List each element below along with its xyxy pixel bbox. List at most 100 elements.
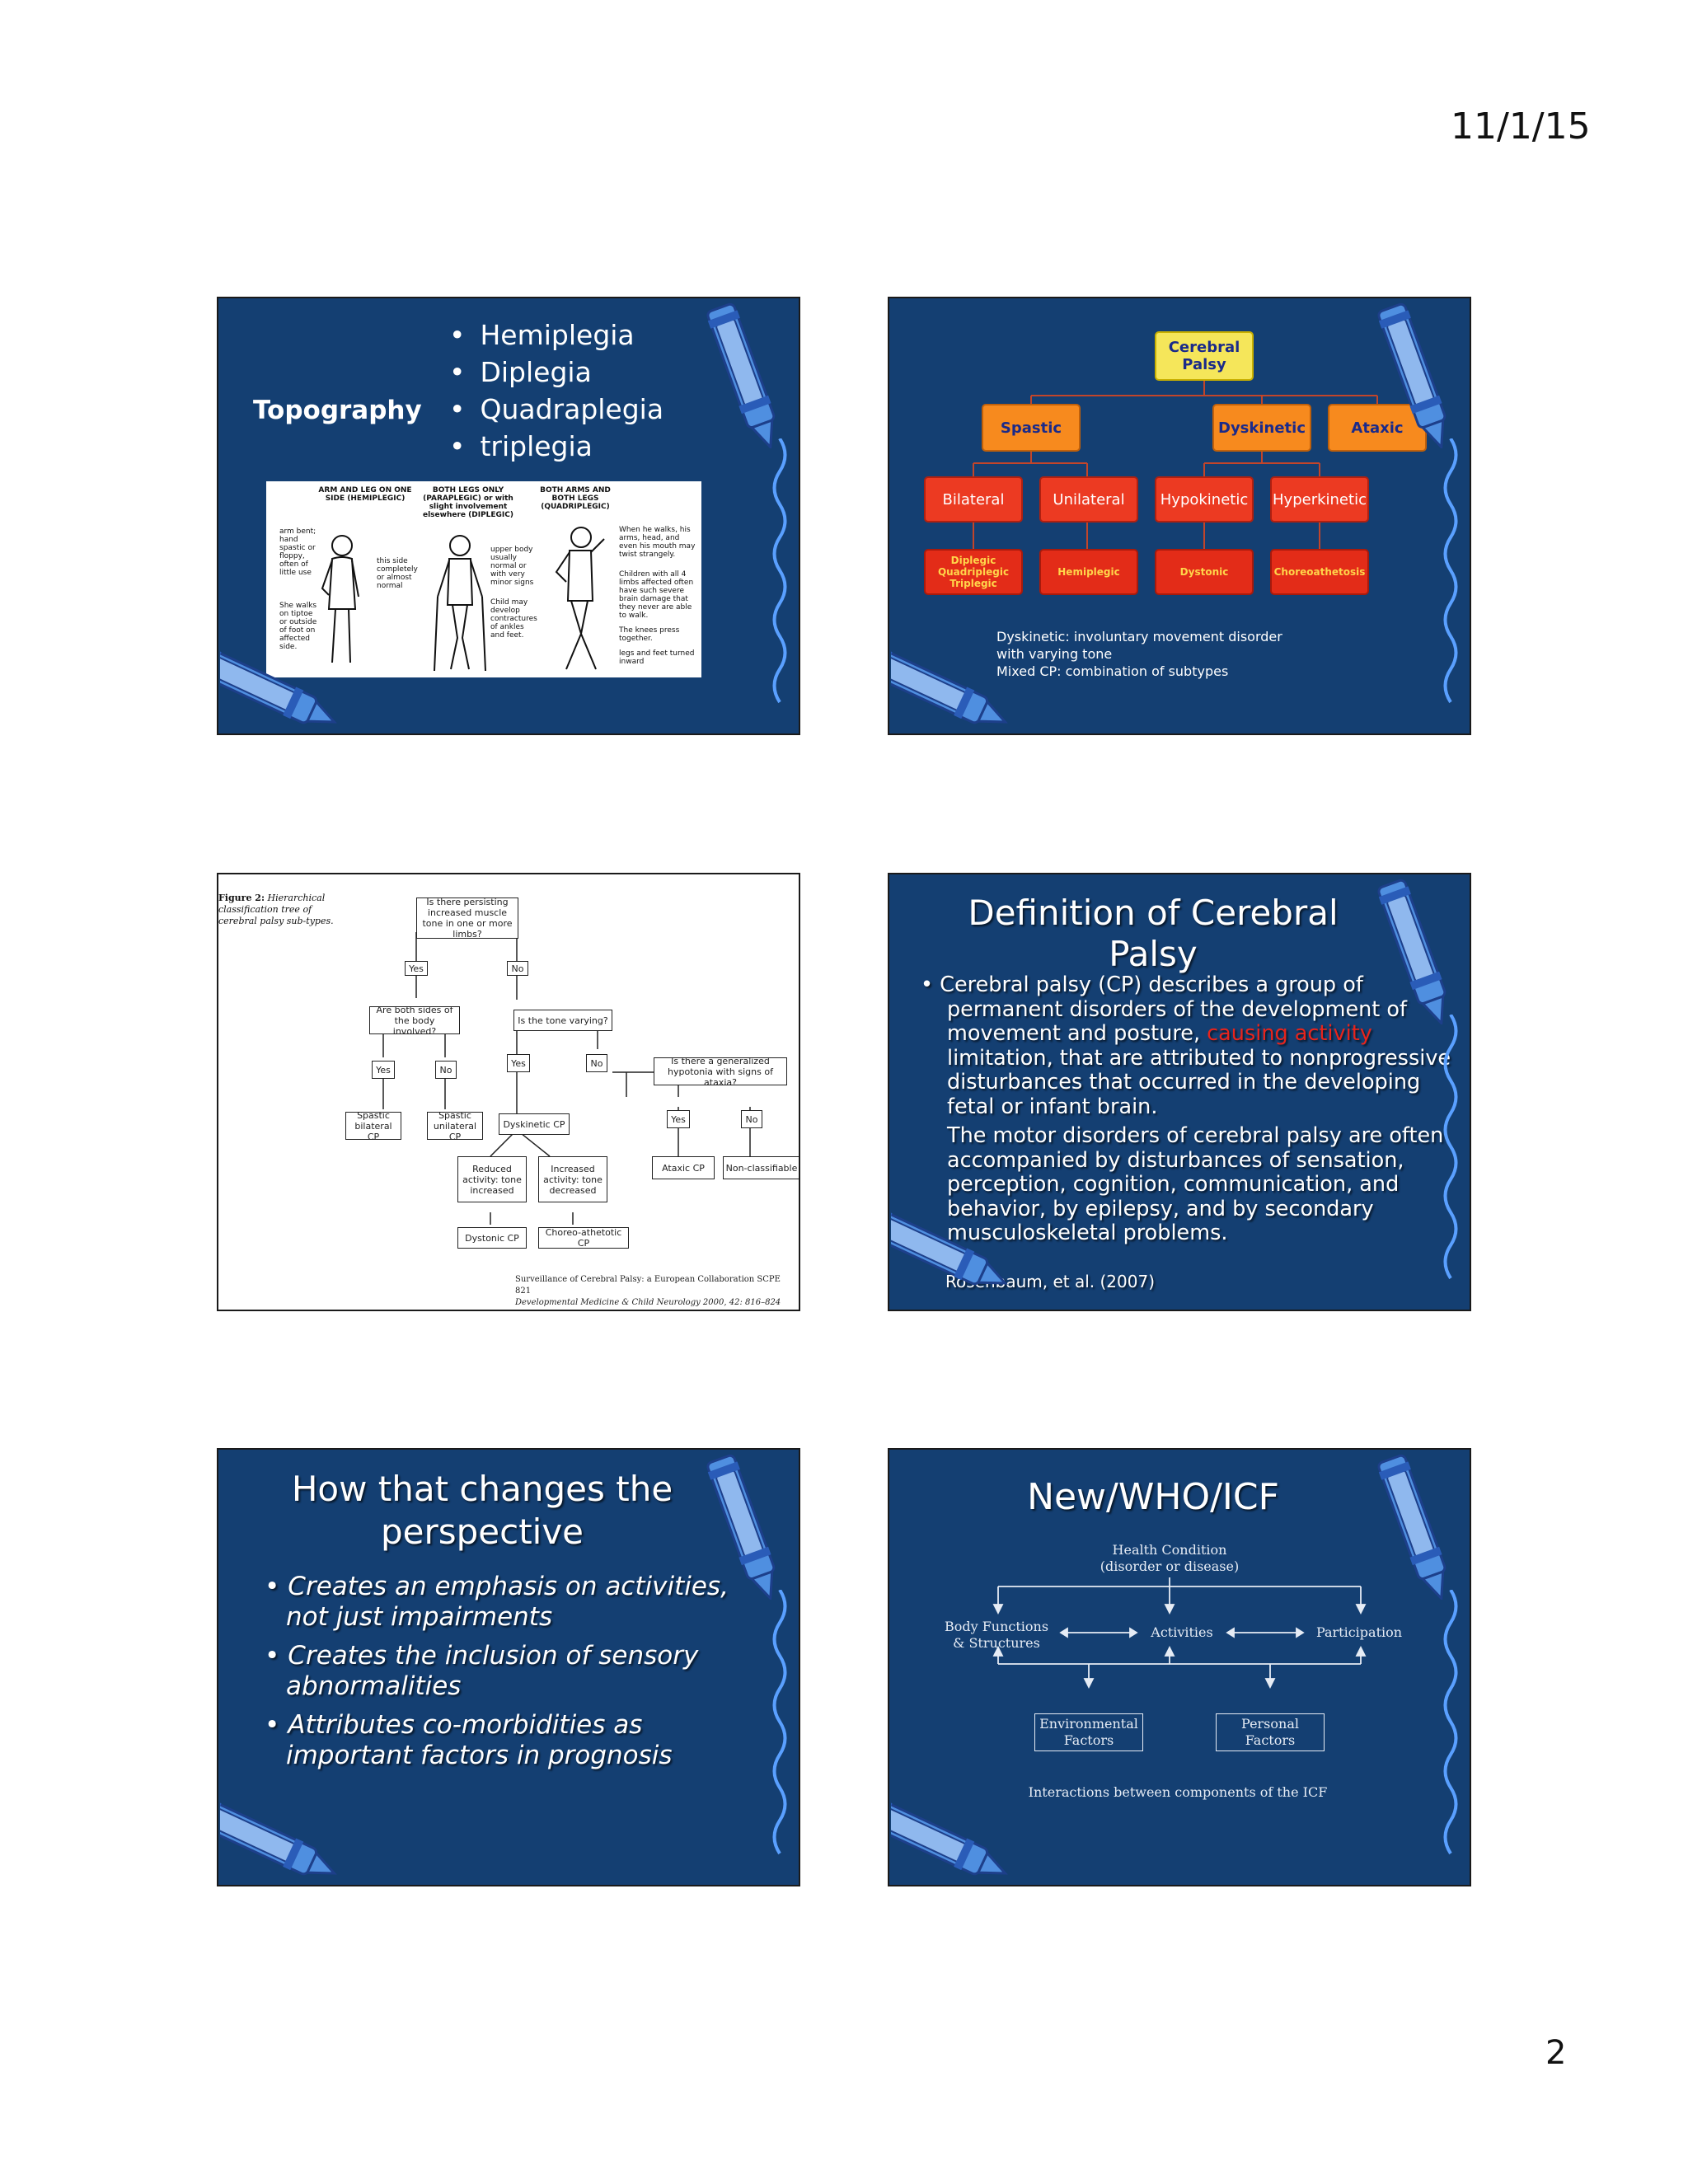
- crayon-decoration-icon: [706, 301, 787, 448]
- definition-text: Cerebral palsy (CP) describes a group of…: [940, 972, 1407, 1046]
- answer-no: No: [586, 1054, 607, 1072]
- topography-figure: ARM AND LEG ON ONE SIDE (HEMIPLEGIC) BOT…: [266, 481, 701, 677]
- slide-cp-classification[interactable]: Cerebral Palsy Spastic Dyskinetic Ataxic…: [888, 297, 1471, 735]
- result-box: Dyskinetic CP: [499, 1113, 570, 1135]
- quadriplegic-figure-illustration: [555, 527, 605, 670]
- tree-connector-lines: [973, 379, 1378, 549]
- bullet-item: Diplegia: [449, 354, 663, 391]
- crayon-decoration-icon: [1377, 301, 1458, 448]
- question-box: Are both sides of the body involved?: [369, 1005, 460, 1037]
- tree-node-spastic: Spastic: [982, 404, 1081, 452]
- tree-node-hyperkinetic: Hyperkinetic: [1270, 476, 1369, 523]
- result-box: Reduced activity: tone increased: [457, 1156, 527, 1202]
- icf-environmental-factors: Environmental Factors: [1034, 1713, 1143, 1751]
- perspective-bullet-list: Creates an emphasis on activities, not j…: [265, 1572, 759, 1779]
- icf-label: (disorder or disease): [1100, 1558, 1240, 1574]
- slide-topography[interactable]: Hemiplegia Diplegia Quadraplegia tripleg…: [217, 297, 800, 735]
- figure-note: this side completely or almost normal: [377, 557, 418, 590]
- tree-node-ataxic: Ataxic: [1328, 404, 1427, 452]
- figure-column-heading: BOTH ARMS AND BOTH LEGS (QUADRIPLEGIC): [540, 486, 611, 511]
- slide-title: How that changes the perspective: [291, 1469, 673, 1552]
- topic-label: Topography: [253, 396, 422, 425]
- footer-line: Surveillance of Cerebral Palsy: a Europe…: [515, 1275, 781, 1296]
- figure-note: The knees press together.: [619, 626, 680, 643]
- slide-title: Definition of Cerebral Palsy: [968, 893, 1339, 974]
- tree-leaf-dystonic: Dystonic: [1155, 549, 1254, 595]
- answer-no: No: [507, 961, 528, 976]
- squiggle-decoration-icon: [772, 438, 787, 704]
- figure-note: She walks on tiptoe or outside of foot o…: [279, 602, 317, 651]
- result-box: Spastic bilateral CP: [345, 1110, 401, 1142]
- tree-leaf-diplegic: Diplegic Quadriplegic Triplegic: [924, 549, 1023, 595]
- note-line: with varying tone: [996, 646, 1113, 662]
- slide-perspective[interactable]: How that changes the perspective Creates…: [217, 1448, 800, 1886]
- tree-node-unilateral: Unilateral: [1039, 476, 1138, 523]
- icf-body-functions: Body Functions & Structures: [944, 1619, 1049, 1651]
- tree-node-dyskinetic: Dyskinetic: [1212, 404, 1311, 452]
- tree-leaf-choreoathetosis: Choreoathetosis: [1270, 549, 1369, 595]
- crayon-decoration-icon: [891, 1211, 1014, 1293]
- answer-yes: Yes: [507, 1054, 530, 1072]
- bullet-item: Hemiplegia: [449, 316, 663, 354]
- footer-line: Developmental Medicine & Child Neurology…: [515, 1298, 781, 1307]
- slide-title: New/WHO/ICF: [1027, 1476, 1279, 1518]
- page-number: 2: [1545, 2034, 1567, 2072]
- question-box: Is the tone varying?: [513, 1010, 612, 1031]
- answer-yes: Yes: [372, 1061, 395, 1079]
- result-box: Spastic unilateral CP: [427, 1110, 483, 1142]
- slide-classification-flowchart[interactable]: Figure 2: Hierarchical classification tr…: [217, 873, 800, 1311]
- result-box: Dystonic CP: [457, 1227, 527, 1249]
- definition-paragraph: • Cerebral palsy (CP) describes a group …: [921, 972, 1451, 1119]
- result-box: Increased activity: tone decreased: [538, 1156, 607, 1202]
- squiggle-decoration-icon: [772, 1590, 787, 1855]
- answer-yes: Yes: [405, 961, 428, 976]
- tree-node-hypokinetic: Hypokinetic: [1155, 476, 1254, 523]
- bullet-item: Attributes co-morbidities as important f…: [265, 1710, 759, 1771]
- slide-who-icf[interactable]: New/WHO/ICF Health Condition (disorder o…: [888, 1448, 1471, 1886]
- bullet-item: Creates an emphasis on activities, not j…: [265, 1572, 759, 1633]
- definition-paragraph: The motor disorders of cerebral palsy ar…: [947, 1123, 1444, 1245]
- bullet-item: triplegia: [449, 428, 663, 465]
- icf-health-condition: Health Condition (disorder or disease): [1071, 1542, 1268, 1575]
- source-footer: Surveillance of Cerebral Palsy: a Europe…: [515, 1274, 799, 1309]
- figure-column-heading: BOTH LEGS ONLY (PARAPLEGIC) or with slig…: [422, 486, 514, 519]
- result-box: Choreo-athetotic CP: [538, 1227, 629, 1249]
- note-line: Mixed CP: combination of subtypes: [996, 663, 1229, 679]
- icf-connector-arrows: [992, 1577, 1367, 1690]
- question-box: Is there a generalized hypotonia with si…: [654, 1056, 787, 1088]
- tree-leaf-hemiplegic: Hemiplegic: [1039, 549, 1138, 595]
- squiggle-decoration-icon: [1443, 1590, 1458, 1855]
- result-box: Non-classifiable: [723, 1156, 799, 1179]
- diplegic-figure-illustration: [434, 535, 486, 672]
- icf-personal-factors: Personal Factors: [1216, 1713, 1325, 1751]
- definition-body: • Cerebral palsy (CP) describes a group …: [921, 972, 1456, 1246]
- icf-participation: Participation: [1315, 1624, 1403, 1640]
- crayon-decoration-icon: [891, 1801, 1014, 1883]
- crayon-decoration-icon: [1377, 877, 1458, 1024]
- tree-node-bilateral: Bilateral: [924, 476, 1023, 523]
- definition-note: Dyskinetic: involuntary movement disorde…: [996, 628, 1282, 680]
- icf-caption: Interactions between components of the I…: [1028, 1784, 1328, 1800]
- slide-definition[interactable]: Definition of Cerebral Palsy • Cerebral …: [888, 873, 1471, 1311]
- figure-note: Children with all 4 limbs affected often…: [619, 570, 694, 620]
- crayon-decoration-icon: [220, 649, 343, 732]
- hemiplegic-figure-illustration: [321, 535, 359, 663]
- figure-note: legs and feet turned inward: [619, 649, 695, 666]
- crayon-decoration-icon: [891, 649, 1014, 732]
- page-date: 11/1/15: [1451, 105, 1591, 148]
- crayon-decoration-icon: [706, 1452, 787, 1600]
- result-box: Ataxic CP: [652, 1156, 715, 1179]
- crayon-decoration-icon: [1377, 1452, 1458, 1600]
- subtype-bullet-list: Hemiplegia Diplegia Quadraplegia tripleg…: [449, 316, 663, 465]
- squiggle-decoration-icon: [1443, 1015, 1458, 1280]
- squiggle-decoration-icon: [1443, 438, 1458, 704]
- definition-text: limitation, that are attributed to nonpr…: [947, 1045, 1451, 1119]
- crayon-decoration-icon: [220, 1801, 343, 1883]
- figure-column-heading: ARM AND LEG ON ONE SIDE (HEMIPLEGIC): [318, 486, 412, 503]
- bullet-item: Quadraplegia: [449, 391, 663, 428]
- figure-note: When he walks, his arms, head, and even …: [619, 526, 696, 559]
- icf-label: Health Condition: [1112, 1542, 1227, 1558]
- figure-caption: Figure 2: Hierarchical classification tr…: [218, 893, 350, 927]
- figure-note: upper body usually normal or with very m…: [490, 546, 534, 587]
- answer-no: No: [741, 1110, 762, 1128]
